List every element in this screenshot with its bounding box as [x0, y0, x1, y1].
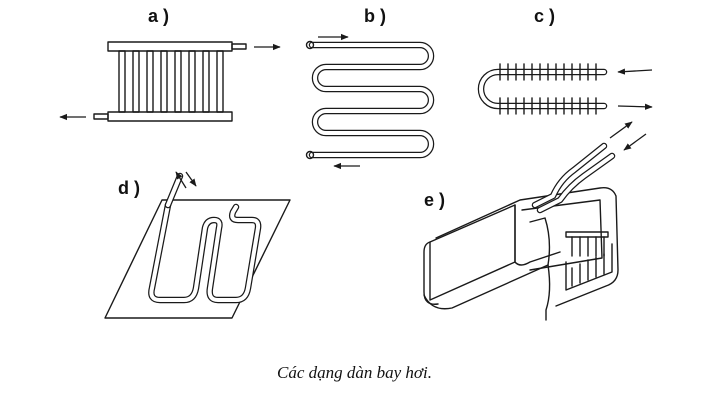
evaporator-b — [305, 33, 435, 170]
flow-arrow-out — [609, 121, 633, 139]
flow-arrow-out — [617, 103, 653, 110]
label-a: a ) — [148, 6, 170, 26]
box-top-edge — [435, 186, 619, 307]
flat-plate — [104, 199, 291, 319]
box-back-wall — [521, 199, 603, 271]
tube-end-bottom — [305, 150, 315, 160]
label-b: b ) — [364, 6, 386, 26]
evaporator-a-bottom-header — [107, 111, 233, 122]
tube-end-top — [305, 40, 315, 50]
evaporator-d — [104, 171, 291, 319]
box-inner-lip — [514, 204, 561, 266]
box-left-edge — [423, 241, 439, 305]
evaporator-a-outlet-pipe — [231, 43, 247, 50]
evaporator-a-tubes — [118, 50, 224, 113]
label-d: d ) — [118, 178, 140, 198]
evaporator-a — [59, 41, 281, 122]
evaporator-c — [477, 63, 653, 115]
box-side-wall — [529, 217, 551, 266]
flow-arrow-in — [185, 171, 197, 187]
evaporator-e — [423, 121, 647, 321]
label-c: c ) — [534, 6, 556, 26]
serpentine-tube — [308, 41, 435, 159]
evaporator-a-top-header — [107, 41, 233, 52]
flow-arrow-out — [175, 171, 187, 189]
box-grille — [565, 231, 613, 291]
flow-arrow-in — [617, 68, 653, 75]
box-bottom-edge — [423, 264, 549, 310]
evaporator-a-inlet-pipe — [93, 113, 109, 120]
box-lower-edge — [545, 264, 551, 321]
figure-caption: Các dạng dàn bay hơi. — [277, 363, 432, 382]
label-e: e ) — [424, 190, 446, 210]
flow-arrow-in — [623, 133, 647, 151]
tube-fins — [499, 63, 597, 115]
